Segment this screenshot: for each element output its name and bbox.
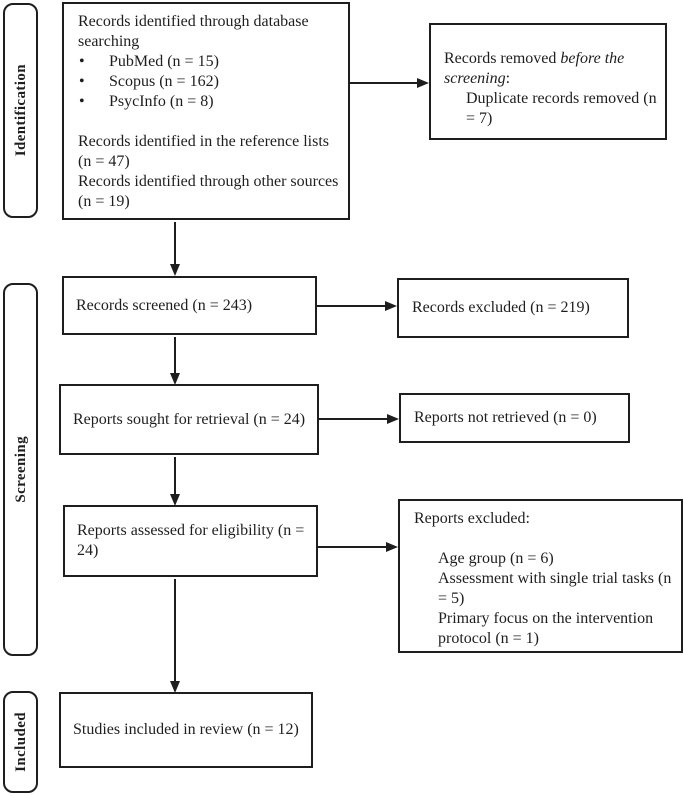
arrow-screened-to-sought-line	[174, 337, 176, 373]
records-screened-label: Records screened (n = 243)	[76, 296, 253, 314]
exclusion-reason: Primary focus on the intervention protoc…	[438, 610, 654, 647]
arrow-sought-to-assessed-line	[174, 457, 176, 494]
arrowhead-right-icon	[385, 301, 397, 311]
reports-sought-label: Reports sought for retrieval (n = 24)	[73, 410, 306, 428]
records-removed-suffix: :	[505, 70, 511, 87]
reports-excluded-title: Reports excluded:	[414, 510, 530, 527]
bullet-item: • Scopus (n = 162)	[78, 72, 344, 92]
arrowhead-right-icon	[417, 78, 429, 88]
bullet-item-label: PubMed (n = 15)	[109, 53, 219, 70]
arrowhead-down-icon	[170, 264, 180, 276]
records-removed-italic: before the screening	[444, 50, 625, 87]
arrow-screened-to-excluded-line	[317, 305, 385, 307]
records-removed-heading: Records removed before the screening:	[444, 49, 661, 89]
arrowhead-down-icon	[170, 681, 180, 693]
exclusion-reason-list: Age group (n = 6) Assessment with single…	[438, 549, 677, 649]
records-identified-intro: Records identified through database sear…	[78, 13, 309, 50]
stage-included-label: Included	[12, 712, 29, 772]
database-bullet-list: • PubMed (n = 15) • Scopus (n = 162) • P…	[78, 52, 344, 112]
bullet-item: • PubMed (n = 15)	[78, 52, 344, 72]
bullet-item: • PsycInfo (n = 8)	[78, 92, 344, 112]
arrowhead-down-icon	[170, 494, 180, 506]
other-sources-block: Records identified in the reference list…	[78, 132, 344, 212]
arrowhead-right-icon	[386, 542, 398, 552]
arrow-sought-to-not-retrieved-line	[319, 418, 387, 420]
stage-screening: Screening	[3, 283, 38, 656]
bullet-icon: •	[79, 93, 85, 110]
arrow-identified-to-screened-line	[174, 222, 176, 264]
reference-lists-line: Records identified in the reference list…	[78, 133, 330, 170]
records-excluded-label: Records excluded (n = 219)	[412, 299, 590, 316]
reports-not-retrieved-label: Reports not retrieved (n = 0)	[414, 409, 597, 426]
duplicates-removed-line: Duplicate records removed (n = 7)	[466, 90, 657, 127]
exclusion-reason: Assessment with single trial tasks (n = …	[438, 570, 672, 607]
stage-identification-label: Identification	[12, 64, 29, 157]
box-records-identified: Records identified through database sear…	[62, 2, 350, 220]
reports-assessed-label: Reports assessed for eligibility (n = 24…	[77, 522, 305, 559]
arrow-identified-to-removed-line	[350, 82, 417, 84]
box-reports-assessed: Reports assessed for eligibility (n = 24…	[63, 505, 318, 577]
arrow-assessed-to-included-line	[174, 579, 176, 681]
studies-included-label: Studies included in review (n = 12)	[73, 721, 299, 738]
box-records-excluded: Records excluded (n = 219)	[397, 278, 629, 338]
bullet-item-label: PsycInfo (n = 8)	[109, 93, 214, 110]
box-records-screened: Records screened (n = 243)	[62, 276, 317, 335]
exclusion-reason: Age group (n = 6)	[438, 550, 554, 567]
other-sources-line: Records identified through other sources…	[78, 173, 339, 210]
box-reports-excluded: Reports excluded: Age group (n = 6) Asse…	[398, 499, 683, 653]
arrowhead-down-icon	[170, 373, 180, 385]
stage-included: Included	[3, 691, 38, 793]
arrow-assessed-to-reports-excluded-line	[318, 546, 386, 548]
box-reports-not-retrieved: Reports not retrieved (n = 0)	[399, 393, 630, 443]
bullet-item-label: Scopus (n = 162)	[109, 73, 219, 90]
box-reports-sought: Reports sought for retrieval (n = 24)	[59, 384, 319, 455]
records-removed-prefix: Records removed	[444, 50, 561, 67]
stage-screening-label: Screening	[12, 436, 29, 503]
stage-identification: Identification	[3, 3, 38, 218]
bullet-icon: •	[79, 73, 85, 90]
box-records-removed-before-screening: Records removed before the screening: Du…	[429, 23, 667, 140]
bullet-icon: •	[79, 53, 85, 70]
box-studies-included: Studies included in review (n = 12)	[59, 692, 313, 768]
arrowhead-right-icon	[387, 414, 399, 424]
